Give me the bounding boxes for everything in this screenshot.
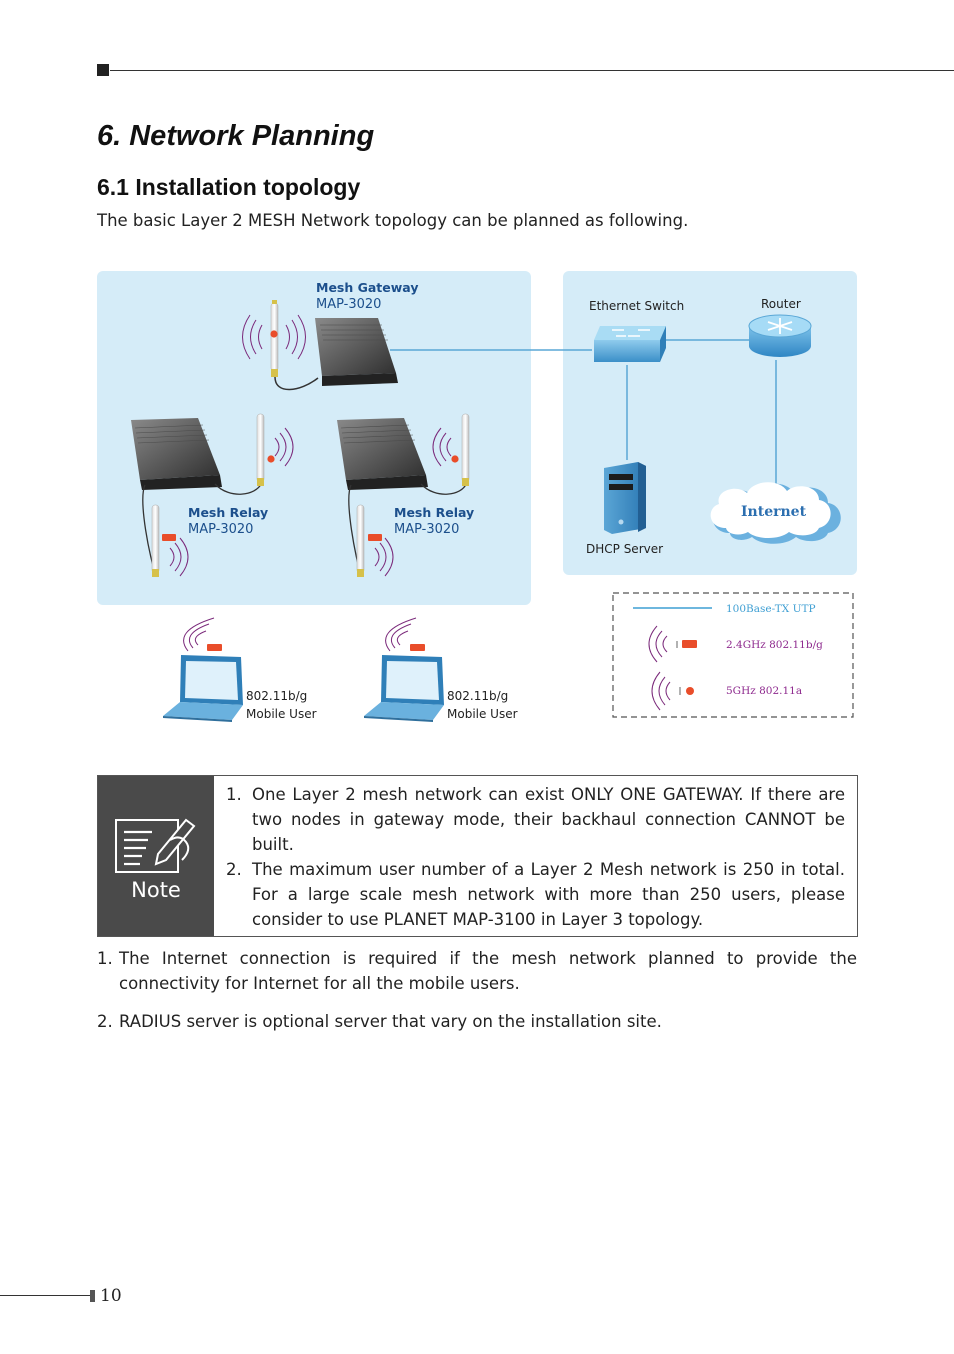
note-item: 1. One Layer 2 mesh network can exist ON… [226,782,845,857]
note-item-number: 1. [226,785,242,804]
mesh-panel [97,271,531,605]
section-title: 6.1 Installation topology [97,174,361,200]
note-sidebar: Note [98,776,214,936]
relay-right-ap-icon [337,418,467,576]
note-item-text: The maximum user number of a Layer 2 Mes… [252,860,845,929]
note-label: Note [131,878,181,902]
user-left-line1: 802.11b/g [246,689,307,703]
router-icon [748,314,812,357]
intro-text: The basic Layer 2 MESH Network topology … [97,211,689,230]
page-number: 10 [100,1286,122,1306]
user-right-line1: 802.11b/g [447,689,508,703]
user-right-line2: Mobile User [447,707,518,721]
relay-left-antenna-a-icon [256,413,294,486]
ethernet-switch-icon [594,326,666,362]
header-marker [97,64,109,76]
relay-right-antenna-bg-icon [356,504,394,577]
header-rule [110,70,954,71]
footer-marker [90,1290,95,1302]
gateway-ap-icon [315,318,398,386]
relay-right-title: Mesh Relay [394,505,474,520]
note-body: 1. One Layer 2 mesh network can exist ON… [214,776,857,936]
user-left-line2: Mobile User [246,707,317,721]
list-item-1: 1. The Internet connection is required i… [97,946,857,996]
dhcp-label: DHCP Server [586,542,663,556]
legend-bg-wave-icon [648,625,697,663]
page-title: 6. Network Planning [97,120,375,152]
note-item-text: One Layer 2 mesh network can exist ONLY … [252,785,845,854]
gateway-model: MAP-3020 [316,297,381,312]
relay-right-model: MAP-3020 [394,522,459,537]
footer-rule [0,1295,92,1296]
relay-left-ap-icon [131,418,262,576]
gateway-antenna-icon [242,300,319,391]
list-item-number: 2. [97,1012,113,1031]
gateway-title: Mesh Gateway [316,280,419,295]
note-box: Note 1. One Layer 2 mesh network can exi… [97,775,858,937]
list-item-text: The Internet connection is required if t… [119,949,857,993]
list-item-text: RADIUS server is optional server that va… [119,1012,662,1031]
note-pen-icon [115,818,196,873]
switch-label: Ethernet Switch [589,299,684,313]
laptop-left-icon [163,617,243,722]
legend-24ghz: 2.4GHz 802.11b/g [726,639,823,651]
note-item-number: 2. [226,860,242,879]
internet-cloud-icon [710,482,841,544]
legend-5ghz: 5GHz 802.11a [726,685,802,697]
relay-right-antenna-a-icon [432,413,470,486]
relay-left-model: MAP-3020 [188,522,253,537]
legend-utp: 100Base-TX UTP [726,603,816,615]
note-item: 2. The maximum user number of a Layer 2 … [226,857,845,932]
dhcp-server-icon [604,462,646,534]
laptop-right-icon [364,617,444,722]
legend-box [612,592,854,718]
legend-a-wave-icon [651,671,694,711]
topology-diagram: Mesh Gateway MAP-3020 Mesh Relay MAP-302… [97,271,857,722]
list-item-number: 1. [97,949,113,968]
router-label: Router [761,297,801,311]
relay-left-title: Mesh Relay [188,505,268,520]
internet-label: Internet [741,504,807,520]
list-item-2: 2. RADIUS server is optional server that… [97,1009,857,1034]
relay-left-antenna-bg-icon [151,504,189,577]
